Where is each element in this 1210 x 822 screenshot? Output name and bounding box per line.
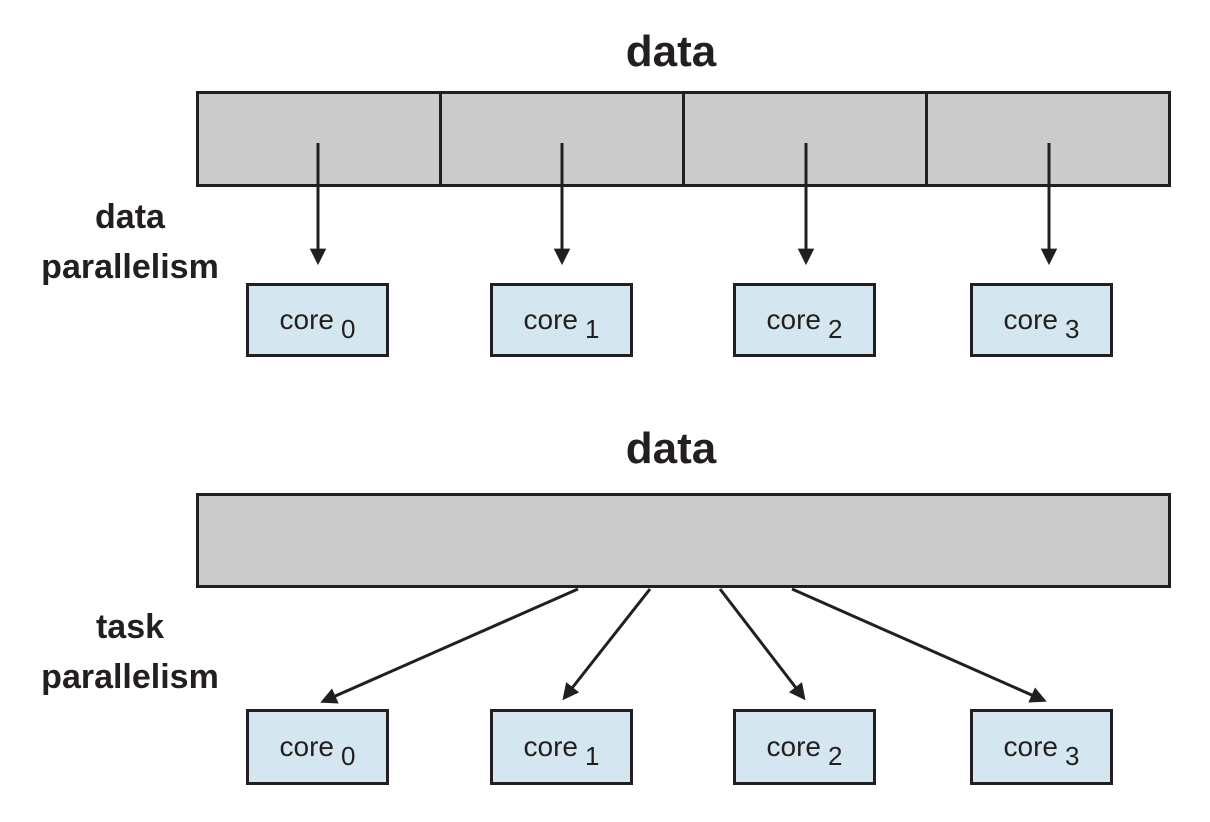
- core-label: core: [1003, 731, 1058, 762]
- task-parallelism-label-line1: task: [95, 608, 165, 646]
- data-parallelism-label-line1: data: [95, 198, 165, 236]
- data-parallelism-label-line2: parallelism: [41, 248, 219, 286]
- core-label: core: [279, 304, 334, 335]
- core-label: core: [523, 304, 578, 335]
- task-arrow-2: [718, 588, 806, 701]
- core-index: 1: [585, 740, 600, 771]
- core-label: core: [1003, 304, 1058, 335]
- core-label: core: [766, 304, 821, 335]
- core-label: core: [523, 731, 578, 762]
- core-label: core: [766, 731, 821, 762]
- core-index: 3: [1065, 313, 1080, 344]
- data-bar-segment-3: [925, 94, 1168, 184]
- core-index: 2: [828, 740, 843, 771]
- core-index: 2: [828, 313, 843, 344]
- core-index: 1: [585, 313, 600, 344]
- core-label: core: [279, 731, 334, 762]
- data-bar-whole: [196, 493, 1171, 588]
- task-parallelism-label: task parallelism: [10, 602, 250, 702]
- task-arrow-3: [791, 587, 1047, 703]
- task-arrow-1: [562, 588, 652, 701]
- core-index: 0: [341, 740, 356, 771]
- data-bar-segment-0: [199, 94, 439, 184]
- data-parallelism-title: data: [625, 27, 717, 76]
- core-index: 3: [1065, 740, 1080, 771]
- data-parallelism-label: data parallelism: [10, 192, 250, 292]
- core-index: 0: [341, 313, 356, 344]
- data-bar-segment-2: [682, 94, 925, 184]
- task-arrow-0: [320, 587, 579, 704]
- data-bar-segmented: [196, 91, 1171, 187]
- task-parallelism-label-line2: parallelism: [41, 658, 219, 696]
- task-parallelism-title: data: [625, 424, 717, 473]
- data-bar-segment-1: [439, 94, 682, 184]
